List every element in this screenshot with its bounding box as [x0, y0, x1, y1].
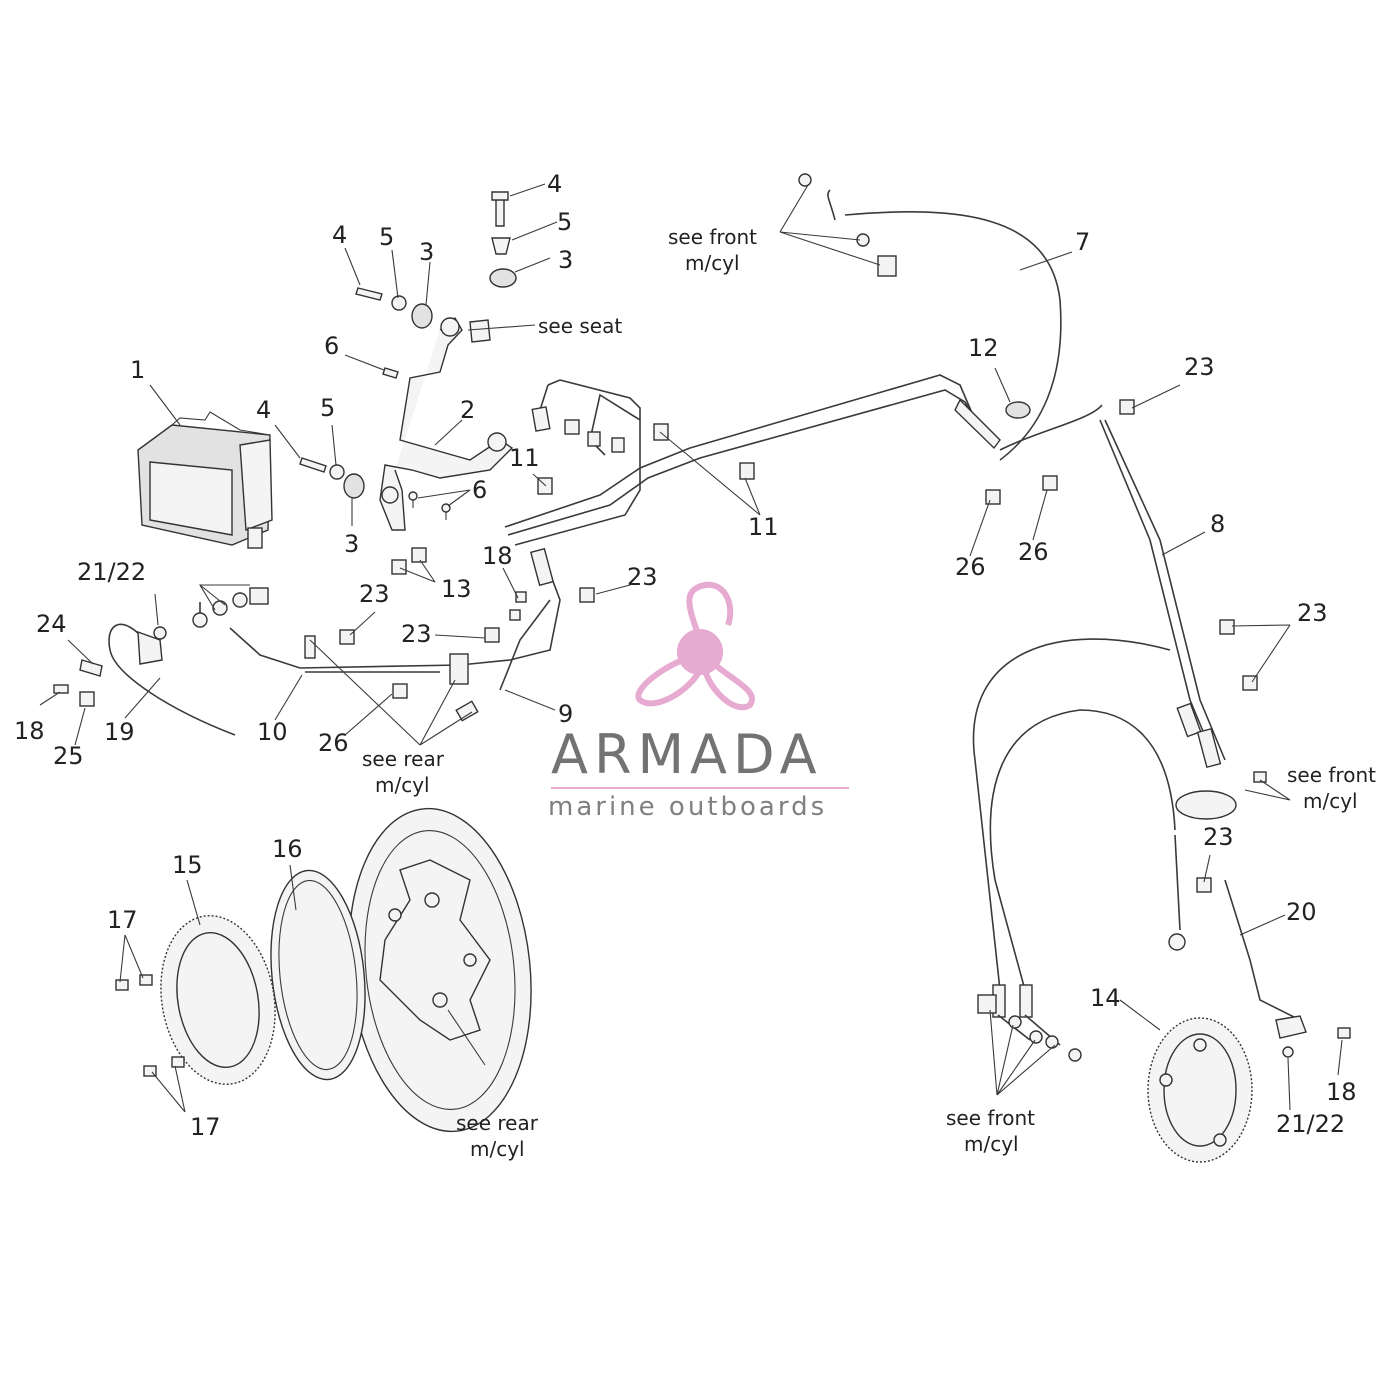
callout-25: 25 — [53, 742, 84, 770]
note-see-rear-1b: m/cyl — [375, 773, 430, 797]
note-see-front-1a: see front — [668, 225, 757, 249]
note-see-front-3b: m/cyl — [964, 1132, 1019, 1156]
callout-23b: 23 — [627, 563, 658, 591]
callout-7: 7 — [1075, 228, 1090, 256]
propeller-logo — [635, 581, 755, 711]
callout-26a: 26 — [318, 729, 349, 757]
callout-18b: 18 — [14, 717, 45, 745]
callout-11a: 11 — [509, 444, 540, 472]
callout-18c: 18 — [1326, 1078, 1357, 1106]
callout-14: 14 — [1090, 984, 1121, 1012]
callout-23a: 23 — [1184, 353, 1215, 381]
callout-23e: 23 — [1297, 599, 1328, 627]
callout-1: 1 — [130, 356, 145, 384]
brand-name: ARMADA — [551, 723, 823, 786]
callout-2: 2 — [460, 396, 475, 424]
front-abs-sensor — [1224, 771, 1351, 1058]
callout-5c: 5 — [320, 394, 335, 422]
callout-11b: 11 — [748, 513, 779, 541]
callout-17b: 17 — [190, 1113, 221, 1141]
callout-12: 12 — [968, 334, 999, 362]
note-see-front-3a: see front — [946, 1106, 1035, 1130]
fastener-stack-mid — [355, 287, 433, 379]
callout-23f: 23 — [1203, 823, 1234, 851]
callout-6a: 6 — [324, 332, 339, 360]
tone-ring-14 — [1147, 1017, 1253, 1163]
callout-5b: 5 — [379, 223, 394, 251]
fastener-stack-top — [469, 191, 517, 343]
callout-16: 16 — [272, 835, 303, 863]
front-brake-hose-7 — [798, 173, 1062, 461]
callout-13: 13 — [441, 575, 472, 603]
callout-5a: 5 — [557, 208, 572, 236]
rear-abs-sensor — [53, 623, 236, 736]
callout-4c: 4 — [256, 396, 271, 424]
brake-pipe-bundle — [504, 374, 986, 546]
abs-modulator — [137, 411, 273, 549]
note-see-rear-2a: see rear — [456, 1111, 539, 1135]
tone-ring-15 — [115, 915, 276, 1085]
note-see-rear-2b: m/cyl — [470, 1137, 525, 1161]
callout-26b: 26 — [955, 553, 986, 581]
callout-6b: 6 — [472, 476, 487, 504]
callout-17a: 17 — [107, 906, 138, 934]
callout-26c: 26 — [1018, 538, 1049, 566]
front-caliper-hoses — [972, 638, 1237, 1062]
callout-20: 20 — [1286, 898, 1317, 926]
callout-4a: 4 — [547, 170, 562, 198]
gasket-16 — [270, 869, 366, 1081]
abs-bracket — [379, 316, 514, 531]
callout-labels: 1 2 3 3 3 4 4 4 5 5 5 6 6 7 8 9 10 11 11… — [14, 170, 1357, 1141]
brand-tagline: marine outboards — [548, 792, 827, 822]
callout-9: 9 — [558, 700, 573, 728]
note-see-rear-1a: see rear — [362, 747, 445, 771]
armada-watermark: ARMADA marine outboards — [548, 581, 849, 822]
callout-18a: 18 — [482, 542, 513, 570]
callout-3a: 3 — [419, 238, 434, 266]
callout-21-22b: 21/22 — [1276, 1110, 1345, 1138]
brake-hose-8 — [999, 404, 1226, 769]
reference-notes: see front m/cyl see seat see rear m/cyl … — [362, 225, 1376, 1161]
callout-3b: 3 — [558, 246, 573, 274]
callout-8: 8 — [1210, 510, 1225, 538]
callout-3c: 3 — [344, 530, 359, 558]
callout-4b: 4 — [332, 221, 347, 249]
callout-23c: 23 — [359, 580, 390, 608]
callout-10: 10 — [257, 718, 288, 746]
callout-15: 15 — [172, 851, 203, 879]
callout-21-22a: 21/22 — [77, 558, 146, 586]
callout-24: 24 — [36, 610, 67, 638]
callout-19: 19 — [104, 718, 135, 746]
callout-23d: 23 — [401, 620, 432, 648]
note-see-front-2b: m/cyl — [1303, 789, 1358, 813]
rear-brake-disc — [348, 807, 532, 1133]
rear-brake-lines — [192, 547, 561, 722]
leader-lines — [39, 183, 1343, 1113]
note-see-seat: see seat — [538, 314, 622, 338]
note-see-front-1b: m/cyl — [685, 251, 740, 275]
note-see-front-2a: see front — [1287, 763, 1376, 787]
